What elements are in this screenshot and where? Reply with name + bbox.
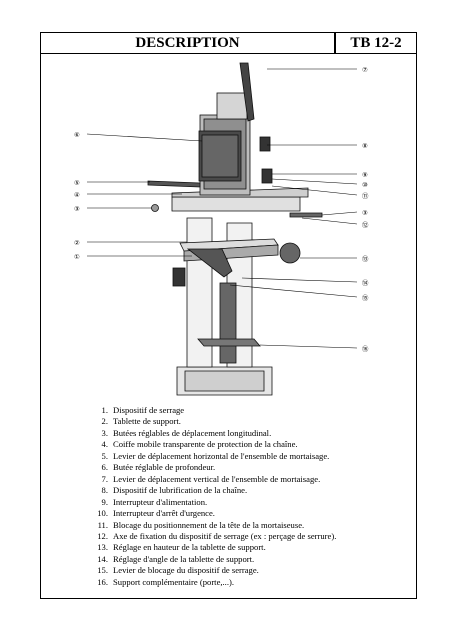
legend-item: 4.Coiffe mobile transparente de protecti… [101,439,298,450]
clamping-device [186,248,233,278]
callout-9: ⑨ [362,171,368,179]
header: DESCRIPTION TB 12-2 [41,33,416,54]
legend-item: 5.Levier de déplacement horizontal de l'… [101,450,330,461]
callout-12: ⑫ [362,221,369,229]
callout-2: ② [74,239,80,247]
callout-8: ⑧ [362,142,368,150]
callout-6: ⑥ [74,131,80,139]
legend-item: 11.Blocage du positionnement de la tête … [97,519,305,530]
height-adjust-wheel [279,242,301,264]
callout-16: ⑯ [362,345,369,353]
page-title: DESCRIPTION [135,35,240,51]
legend-item: 8.Dispositif de lubrification de la chaî… [101,485,248,496]
callout-7: ⑦ [362,66,368,74]
machine-illustration: ⑦ ⑥ ⑧ ⑨ ⑩ ⑪ ⑤ ④ ③ ③ ⑫ ② ① ⑬ ⑭ ⑮ ⑯ [74,62,369,396]
header-divider [334,33,336,53]
document-code: TB 12-2 [350,35,402,51]
legend-item: 15.Levier de blocage du dispositif de se… [97,565,259,576]
callout-13: ⑬ [362,255,369,263]
horizontal-lever [147,180,201,188]
callout-11: ⑪ [362,192,369,200]
legend-item: 7.Levier de déplacement vertical de l'en… [101,473,321,484]
auxiliary-support [197,338,261,347]
legend-item: 13.Réglage en hauteur de la tablette de … [97,542,266,553]
callout-10: ⑩ [362,181,368,189]
callout-4: ④ [74,191,80,199]
legend-item: 10.Interrupteur d'arrêt d'urgence. [97,508,215,519]
callout-3-left: ③ [74,205,80,213]
callout-3-right: ③ [362,209,368,217]
vertical-lever [239,62,255,122]
legend-item: 3.Butées réglables de déplacement longit… [101,427,272,438]
legend-item: 14.Réglage d'angle de la tablette de sup… [97,553,255,564]
page-frame: DESCRIPTION TB 12-2 [40,32,417,599]
callout-15: ⑮ [362,294,369,302]
callout-1: ① [74,253,80,261]
callout-14: ⑭ [362,279,369,287]
legend-item: 6.Butée réglable de profondeur. [101,462,216,473]
legend-item: 12.Axe de fixation du dispositif de serr… [97,530,337,541]
parts-legend: 1.Dispositif de serrage 2.Tablette de su… [90,405,336,588]
legend-item: 2.Tablette de support. [101,416,181,427]
callout-5: ⑤ [74,179,80,187]
legend-item: 16.Support complémentaire (porte,...). [97,576,234,587]
callout-numbers: ⑦ ⑥ ⑧ ⑨ ⑩ ⑪ ⑤ ④ ③ ③ ⑫ ② ① ⑬ ⑭ ⑮ ⑯ [74,66,369,353]
callout-lines [86,68,358,349]
upper-bed [171,196,301,212]
legend-item: 1.Dispositif de serrage [101,405,185,415]
legend-item: 9.Interrupteur d'alimentation. [101,496,208,507]
mortising-machine-drawing [147,62,323,396]
